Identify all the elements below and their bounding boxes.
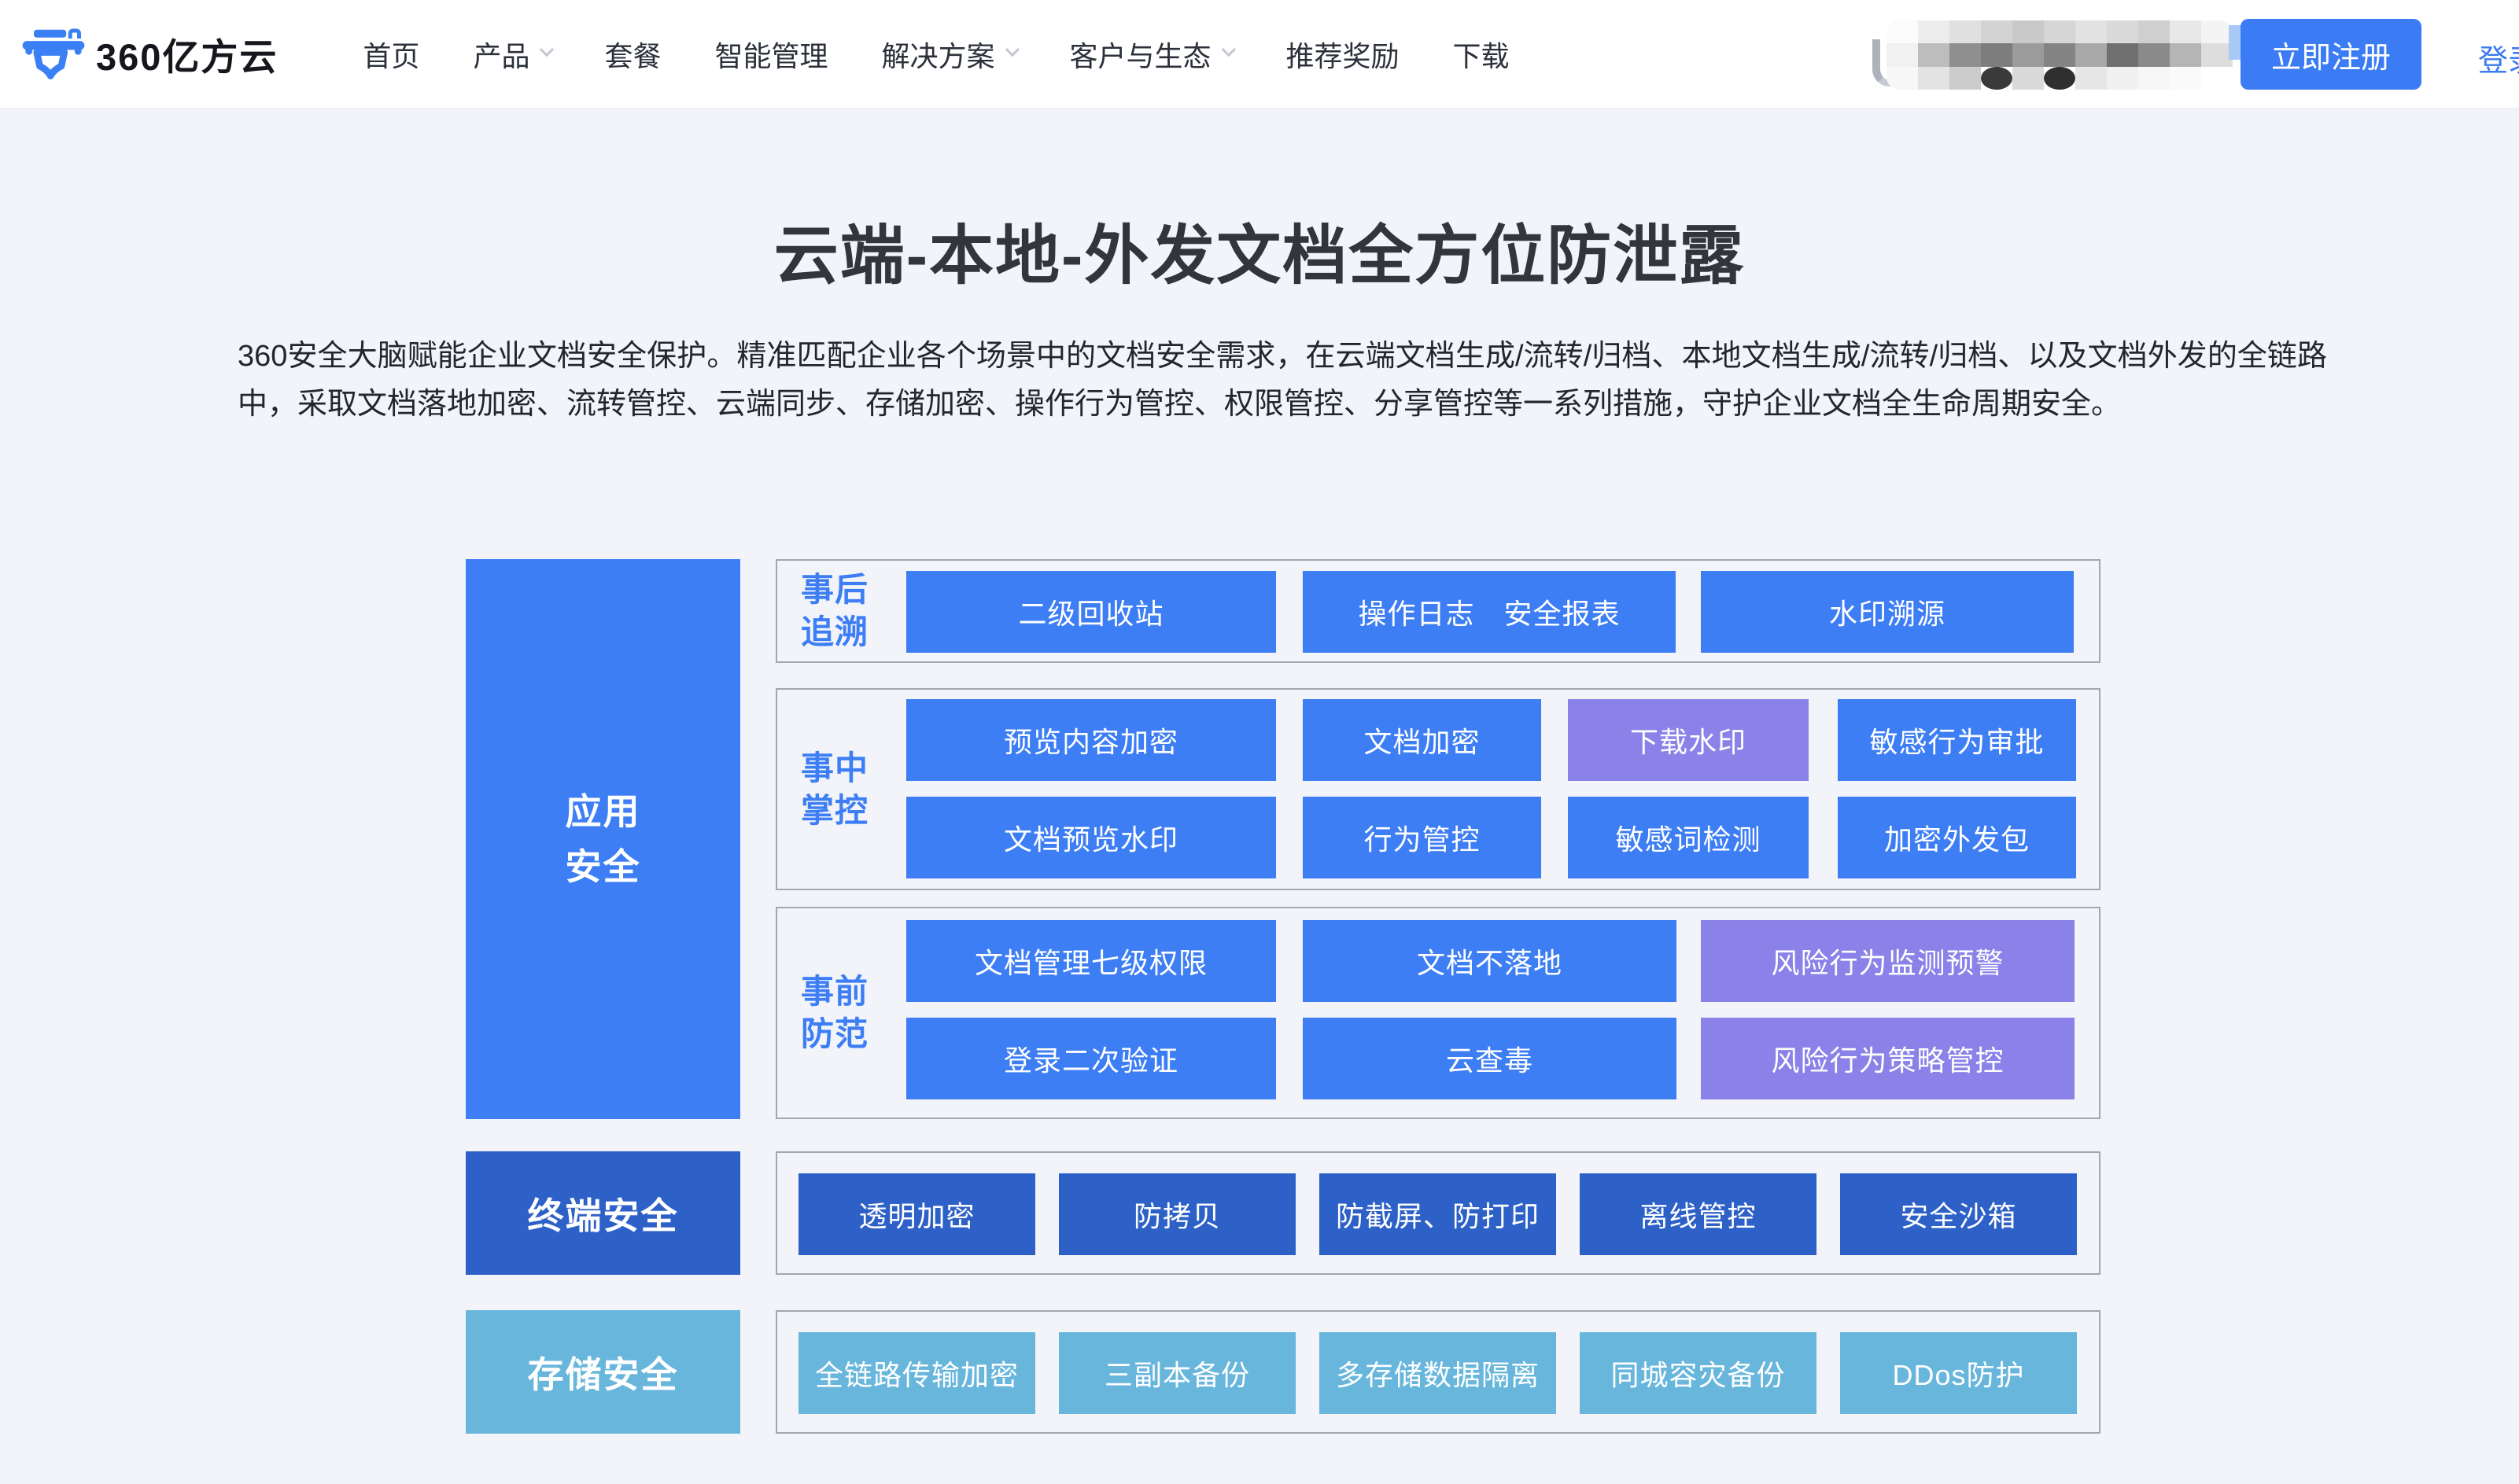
register-button[interactable]: 立即注册 [2241,19,2421,90]
nav-item-home[interactable]: 首页 [363,39,420,72]
chevron-down-icon [1005,42,1020,57]
main-nav: 首页 产品 套餐 智能管理 解决方案 客户与生态 推荐奖励 下载 [363,34,1562,75]
tile-document-preview-watermark: 文档预览水印 [906,797,1276,878]
tile-multi-storage-data-isolation: 多存储数据隔离 [1319,1332,1556,1414]
group-storage-security: 全链路传输加密 三副本备份 多存储数据隔离 同城容灾备份 DDos防护 [776,1310,2100,1434]
hero-section: 云端-本地-外发文档全方位防泄露 360安全大脑赋能企业文档安全保护。精准匹配企… [0,203,2519,429]
group-in-event-control: 事中掌控 预览内容加密 文档加密 下载水印 敏感行为审批 文档预览水印 行为管控… [776,688,2100,890]
tile-document-encryption: 文档加密 [1303,699,1541,781]
tile-risk-behavior-monitor-warning: 风险行为监测预警 [1701,920,2075,1002]
nav-item-solutions[interactable]: 解决方案 [881,34,1020,75]
group-label: 事后追溯 [801,571,869,650]
category-storage-security: 存储安全 [466,1310,740,1434]
security-diagram: 应用安全 终端安全 存储安全 事后追溯 二级回收站 操作日志 安全报表 水印溯源… [466,559,2102,1434]
group-pre-event-prevention: 事前防范 文档管理七级权限 文档不落地 风险行为监测预警 登录二次验证 云查毒 … [776,907,2100,1119]
category-endpoint-security: 终端安全 [466,1151,740,1275]
tile-security-sandbox: 安全沙箱 [1840,1173,2077,1255]
masked-phone-number [1886,20,2233,90]
masked-phone-fragment [1872,39,1893,87]
group-endpoint-security: 透明加密 防拷贝 防截屏、防打印 离线管控 安全沙箱 [776,1151,2100,1275]
tile-sensitive-behavior-approval: 敏感行为审批 [1838,699,2076,781]
tile-ddos-protection: DDos防护 [1840,1332,2077,1414]
tile-offline-control: 离线管控 [1580,1173,1816,1255]
logo-text: 360亿方云 [96,36,278,78]
tile-preview-content-encryption: 预览内容加密 [906,699,1276,781]
tile-login-second-verification: 登录二次验证 [906,1018,1276,1099]
tile-encrypted-outgoing-package: 加密外发包 [1838,797,2076,878]
chevron-down-icon [1221,42,1236,57]
group-label: 事前防范 [801,973,869,1052]
tile-operation-log-security-report: 操作日志 安全报表 [1303,571,1676,653]
tile-anti-copy: 防拷贝 [1059,1173,1296,1255]
tile-full-link-transport-encryption: 全链路传输加密 [798,1332,1035,1414]
tile-anti-screenshot-print: 防截屏、防打印 [1319,1173,1556,1255]
chevron-down-icon [540,42,555,57]
nav-item-referral-rewards[interactable]: 推荐奖励 [1285,39,1400,72]
tile-download-watermark: 下载水印 [1568,699,1809,781]
tile-risk-behavior-policy-control: 风险行为策略管控 [1701,1018,2075,1099]
nav-item-smart-management[interactable]: 智能管理 [714,39,828,72]
header: 360亿方云 首页 产品 套餐 智能管理 解决方案 客户与生态 推荐奖励 下载 … [0,0,2519,109]
tile-cloud-antivirus: 云查毒 [1303,1018,1676,1099]
login-link[interactable]: 登录 [2478,45,2519,78]
nav-item-products[interactable]: 产品 [473,34,555,75]
tile-behavior-control: 行为管控 [1303,797,1541,878]
nav-item-download[interactable]: 下载 [1452,39,1510,72]
tile-intra-city-disaster-recovery-backup: 同城容灾备份 [1580,1332,1816,1414]
nav-item-customers-ecosystem[interactable]: 客户与生态 [1070,34,1236,75]
tile-three-replica-backup: 三副本备份 [1059,1332,1296,1414]
page-title: 云端-本地-外发文档全方位防泄露 [773,220,1746,292]
group-label: 事中掌控 [801,749,869,829]
tile-watermark-trace: 水印溯源 [1701,571,2074,653]
tile-transparent-encryption: 透明加密 [798,1173,1035,1255]
nav-item-plans[interactable]: 套餐 [604,39,662,72]
tile-document-no-landing: 文档不落地 [1303,920,1676,1002]
group-post-event-trace: 事后追溯 二级回收站 操作日志 安全报表 水印溯源 [776,559,2100,663]
logo-icon [22,28,85,79]
tile-seven-level-permission: 文档管理七级权限 [906,920,1276,1002]
logo[interactable]: 360亿方云 [22,23,278,86]
tile-recycle-bin: 二级回收站 [906,571,1276,653]
category-application-security: 应用安全 [466,559,740,1119]
hero-description: 360安全大脑赋能企业文档安全保护。精准匹配企业各个场景中的文档安全需求，在云端… [238,340,2327,421]
tile-sensitive-word-detection: 敏感词检测 [1568,797,1809,878]
